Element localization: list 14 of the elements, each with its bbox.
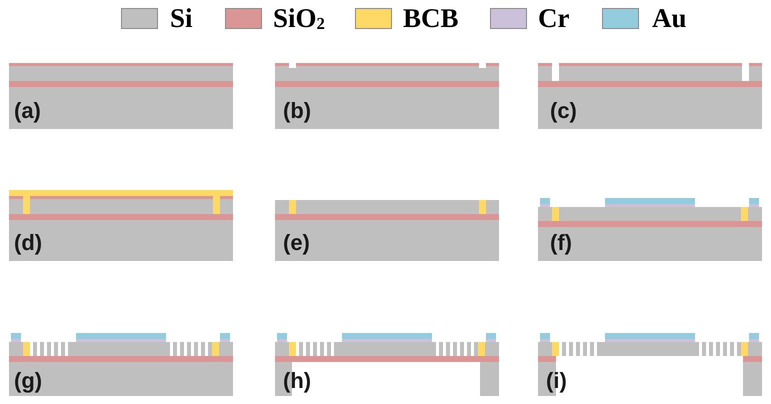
- legend-label: Si: [170, 5, 193, 32]
- panel-label: (c): [550, 100, 577, 122]
- panel-label: (b): [283, 100, 312, 122]
- legend-label: BCB: [403, 5, 459, 32]
- legend-label: Au: [652, 5, 687, 32]
- panel-label: (d): [14, 232, 42, 254]
- panel-label: (g): [14, 370, 42, 392]
- panel-label: (i): [546, 370, 567, 392]
- legend-label: Cr: [538, 5, 570, 32]
- legend-label: SiO$_{2}$: [273, 5, 325, 32]
- panel-label: (e): [283, 232, 310, 254]
- panel-label: (a): [14, 100, 41, 122]
- panel-label: (h): [283, 370, 312, 392]
- panel-label: (f): [550, 232, 572, 254]
